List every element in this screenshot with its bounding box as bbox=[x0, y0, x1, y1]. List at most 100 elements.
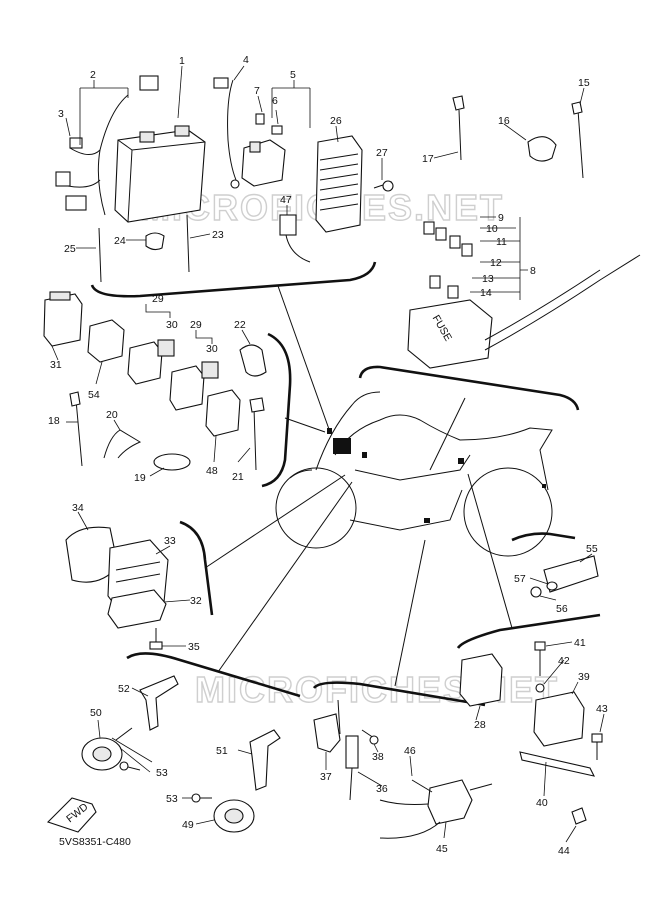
callout-26: 26 bbox=[330, 115, 342, 127]
callout-38: 38 bbox=[372, 751, 384, 763]
callout-54: 54 bbox=[88, 389, 100, 401]
callout-48: 48 bbox=[206, 465, 218, 477]
callout-7: 7 bbox=[254, 85, 260, 97]
callout-33: 33 bbox=[164, 535, 176, 547]
clips-left bbox=[69, 344, 267, 471]
callout-4: 4 bbox=[243, 54, 249, 66]
bolt-35 bbox=[149, 628, 163, 650]
motorcycle-outline bbox=[275, 391, 553, 557]
callout-53b: 53 bbox=[166, 793, 178, 805]
callout-40: 40 bbox=[536, 797, 548, 809]
relay-48 bbox=[205, 389, 241, 437]
callout-42: 42 bbox=[558, 655, 570, 667]
battery-assembly bbox=[55, 75, 206, 223]
harness-clips-top bbox=[452, 95, 584, 179]
group-bracket-rear bbox=[511, 532, 576, 542]
rectifier-regulator bbox=[315, 135, 394, 233]
switch-45 bbox=[379, 779, 493, 839]
callout-15: 15 bbox=[578, 77, 590, 89]
horn-bracket-51 bbox=[249, 729, 281, 791]
fwd-arrow-icon: FWD bbox=[46, 797, 97, 833]
rear-unit-55 bbox=[530, 555, 599, 598]
callout-53a: 53 bbox=[156, 767, 168, 779]
watermark-bottom: MICROFICHES.NET bbox=[195, 669, 559, 710]
callout-32: 32 bbox=[190, 595, 202, 607]
callout-51: 51 bbox=[216, 745, 228, 757]
sensor-bracket-37 bbox=[313, 713, 341, 753]
callout-6: 6 bbox=[272, 95, 278, 107]
group-bracket-relays bbox=[261, 332, 292, 488]
callout-46: 46 bbox=[404, 745, 416, 757]
callout-43: 43 bbox=[596, 703, 608, 715]
callout-17: 17 bbox=[422, 153, 434, 165]
relay-54 bbox=[87, 319, 125, 363]
callout-9: 9 bbox=[498, 212, 504, 224]
callout-30a: 30 bbox=[166, 319, 178, 331]
callout-56: 56 bbox=[556, 603, 568, 615]
relay-unit-31 bbox=[43, 291, 83, 347]
callout-16: 16 bbox=[498, 115, 510, 127]
hardware-41-44 bbox=[519, 641, 603, 825]
starter-relay bbox=[241, 113, 286, 187]
callout-31: 31 bbox=[50, 359, 62, 371]
bolt-38 bbox=[361, 729, 379, 745]
callout-21: 21 bbox=[232, 471, 244, 483]
pointer-lines bbox=[204, 285, 513, 687]
callout-44: 44 bbox=[558, 845, 570, 857]
callout-14: 14 bbox=[480, 287, 492, 299]
callout-numbers: 1 2 3 4 5 6 7 8 9 10 11 12 13 14 15 16 1… bbox=[48, 54, 608, 857]
callout-5: 5 bbox=[290, 69, 296, 81]
fuses bbox=[423, 221, 473, 299]
connector-47 bbox=[279, 214, 311, 263]
callout-18: 18 bbox=[48, 415, 60, 427]
callout-28: 28 bbox=[474, 719, 486, 731]
callout-41: 41 bbox=[574, 637, 586, 649]
ecu-location-marker bbox=[333, 438, 351, 454]
callout-8: 8 bbox=[530, 265, 536, 277]
fuse-box: FUSE bbox=[407, 254, 641, 369]
sensor-36 bbox=[337, 699, 359, 801]
callout-27: 27 bbox=[376, 147, 388, 159]
callout-55: 55 bbox=[586, 543, 598, 555]
callout-3: 3 bbox=[58, 108, 64, 120]
callout-23: 23 bbox=[212, 229, 224, 241]
callout-36: 36 bbox=[376, 783, 388, 795]
relays-29-30 bbox=[127, 339, 219, 411]
horn-49 bbox=[213, 799, 255, 833]
callout-45: 45 bbox=[436, 843, 448, 855]
callout-22: 22 bbox=[234, 319, 246, 331]
group-bracket-battery bbox=[90, 261, 377, 298]
clamps-top bbox=[98, 214, 190, 283]
callout-19: 19 bbox=[134, 472, 146, 484]
horn-bracket-52 bbox=[139, 675, 179, 731]
callout-35: 35 bbox=[188, 641, 200, 653]
callout-50: 50 bbox=[90, 707, 102, 719]
callout-37: 37 bbox=[320, 771, 332, 783]
catalog-code: 5VS8351-C480 bbox=[59, 836, 131, 848]
callout-12: 12 bbox=[490, 257, 502, 269]
callout-10: 10 bbox=[486, 223, 498, 235]
group-bracket-ecu bbox=[179, 520, 214, 616]
callout-47: 47 bbox=[280, 194, 292, 206]
callout-11: 11 bbox=[496, 236, 507, 248]
ecu-bracket-32 bbox=[107, 589, 167, 629]
group-bracket-sensor bbox=[312, 681, 486, 707]
callout-13: 13 bbox=[482, 273, 494, 285]
callout-2: 2 bbox=[90, 69, 96, 81]
callout-1: 1 bbox=[179, 55, 185, 67]
relay-28 bbox=[459, 653, 503, 707]
callout-52: 52 bbox=[118, 683, 130, 695]
callout-29a: 29 bbox=[152, 293, 164, 305]
horn-50 bbox=[81, 727, 133, 771]
callout-57: 57 bbox=[514, 573, 526, 585]
group-bracket-fuse bbox=[358, 365, 580, 411]
callout-34: 34 bbox=[72, 502, 84, 514]
group-bracket-horn bbox=[126, 652, 301, 698]
callout-29b: 29 bbox=[190, 319, 202, 331]
callout-39: 39 bbox=[578, 671, 590, 683]
group-bracket-relay-right bbox=[456, 613, 601, 649]
battery-cable bbox=[213, 77, 240, 189]
callout-24: 24 bbox=[114, 235, 126, 247]
callout-20: 20 bbox=[106, 409, 118, 421]
